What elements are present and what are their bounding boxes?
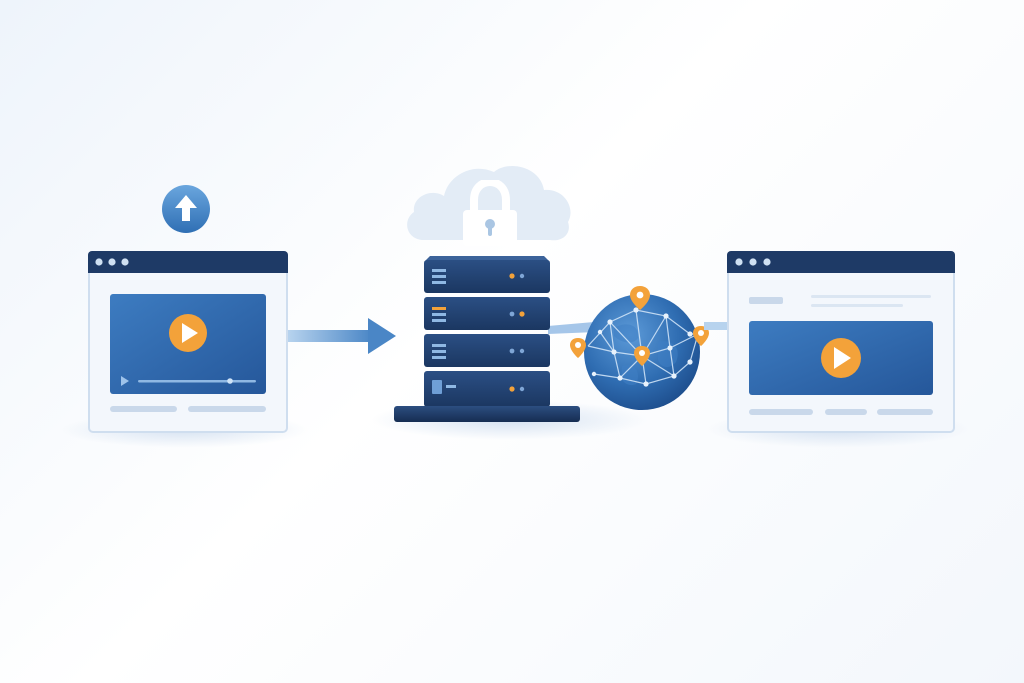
server-to-globe-link <box>548 316 598 336</box>
text-line-placeholder <box>188 406 266 412</box>
text-line-placeholder <box>110 406 177 412</box>
padlock-icon <box>459 180 521 246</box>
text-line-placeholder <box>811 295 931 298</box>
server-unit <box>424 371 550 407</box>
window-dot <box>108 258 116 266</box>
text-line-placeholder <box>749 297 783 304</box>
video-progress-knob <box>227 378 233 384</box>
text-line-placeholder <box>825 409 867 415</box>
window-dot <box>749 258 757 266</box>
location-pin-icon <box>634 346 650 366</box>
server-base <box>394 406 580 422</box>
play-icon <box>182 323 198 343</box>
secure-server <box>392 256 584 426</box>
globe-network-icon <box>570 286 709 410</box>
window-dot <box>95 258 103 266</box>
location-pin-icon <box>630 286 650 310</box>
video-progress-track <box>138 380 256 383</box>
up-arrow-icon <box>162 185 210 233</box>
server-unit <box>424 297 550 330</box>
window-dot <box>735 258 743 266</box>
source-video-window <box>88 251 288 433</box>
text-line-placeholder <box>749 409 813 415</box>
server-unit <box>424 260 550 293</box>
small-play-icon <box>121 376 129 386</box>
window-dot <box>763 258 771 266</box>
secure-cloud <box>402 158 577 248</box>
window-dot <box>121 258 129 266</box>
play-icon <box>834 347 851 369</box>
cloud-icon <box>407 166 571 241</box>
upload-badge <box>160 183 212 235</box>
server-unit <box>424 334 550 367</box>
viewer-video-window <box>727 251 955 433</box>
globe-to-viewer-link <box>704 318 740 334</box>
server-rack-icon <box>394 256 580 422</box>
global-network <box>570 282 715 414</box>
text-line-placeholder <box>877 409 933 415</box>
text-line-placeholder <box>811 304 903 307</box>
location-pin-icon <box>693 326 709 346</box>
location-pin-icon <box>570 338 586 358</box>
upload-arrow <box>288 318 398 358</box>
